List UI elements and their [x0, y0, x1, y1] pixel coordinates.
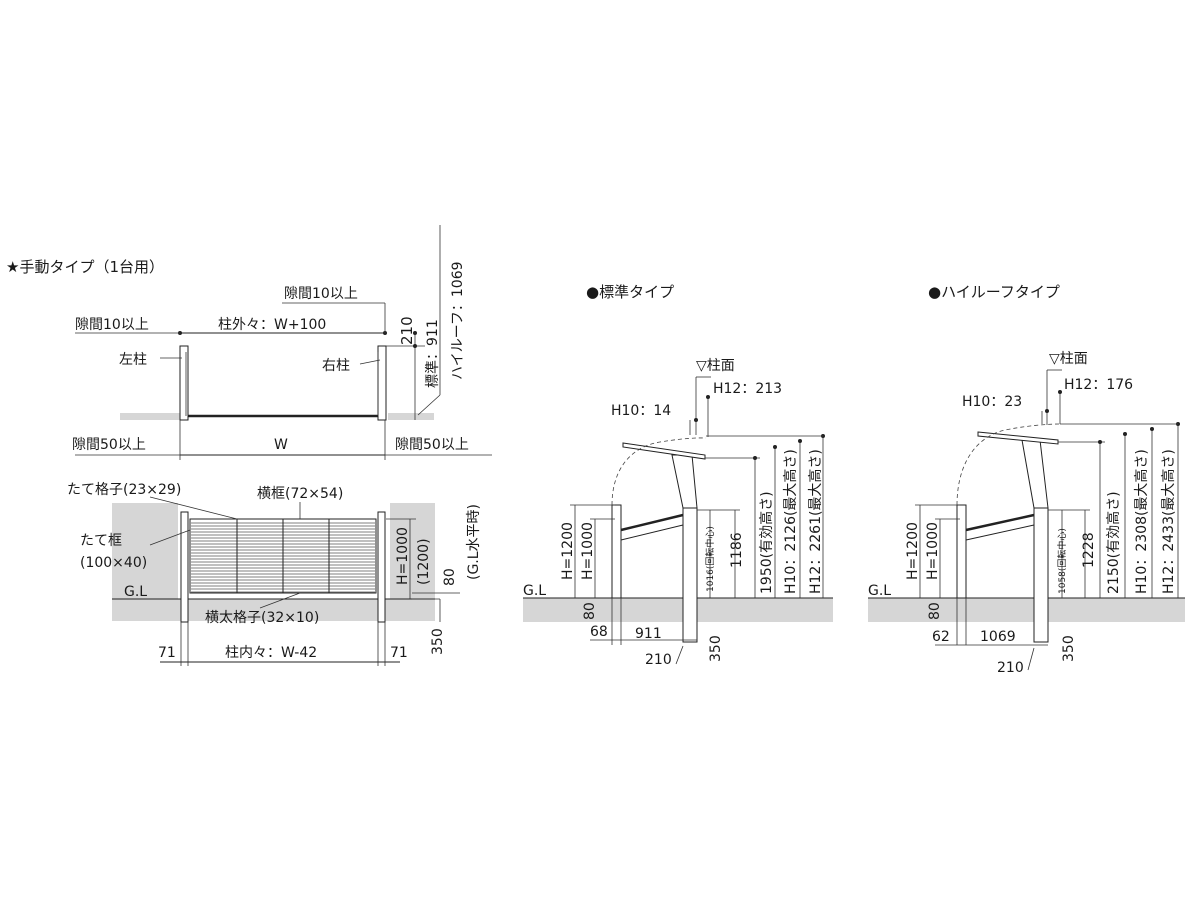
elev-ground-left-wall: [112, 503, 178, 599]
elev-ground: [112, 599, 435, 621]
std-effective-label: 1950(有効高さ): [758, 491, 775, 594]
dim-71-left-label: 71: [158, 645, 176, 661]
h80-label: 80: [442, 568, 458, 586]
dim-210-label: 210: [398, 316, 416, 345]
hr-h10-label: H10：23: [962, 394, 1022, 410]
left-post-label: 左柱: [119, 352, 147, 368]
hr-h1200-label: H=1200: [905, 522, 921, 580]
hr-rotation-label: 1058(回転中心): [1056, 528, 1068, 594]
highroof-title: ●ハイルーフタイプ: [928, 283, 1060, 301]
hr-dim-1228-label: 1228: [1081, 532, 1097, 568]
hr-ground: [868, 598, 1185, 622]
hr-gl-label: G.L: [868, 583, 891, 599]
hr-h12-max-label: H12：2433(最大高さ): [1160, 449, 1177, 594]
std-dim-68-label: 68: [590, 624, 608, 640]
hr-h1000-label: H=1000: [925, 522, 941, 580]
std-h12-label: H12：213: [713, 381, 782, 397]
std-pillar-face-label: ▽柱面: [696, 358, 735, 374]
gap10-left-label: 隙間10以上: [75, 317, 149, 333]
std-rotation-label: 1016(回転中心): [704, 526, 716, 592]
dim-350-label: 350: [430, 628, 446, 655]
std-roof-panel: [622, 442, 706, 460]
hr-pillar: [1033, 507, 1049, 643]
hr-gate: [956, 504, 967, 599]
h1200-label: (1200): [416, 538, 432, 585]
std-dim-1186-label: 1186: [729, 532, 745, 568]
h1000-label: H=1000: [395, 527, 411, 585]
std-ground: [523, 598, 833, 622]
std-dim-911-label: 911: [635, 626, 662, 642]
hr-dim-80-label: 80: [927, 602, 943, 620]
vertical-frame-label-2: (100×40): [80, 555, 147, 571]
hr-h12-label: H12：176: [1064, 377, 1133, 393]
vertical-lattice-label: たて格子(23×29): [67, 482, 181, 498]
right-post: [377, 345, 387, 421]
hr-h10-max-label: H10：2308(最大高さ): [1133, 449, 1150, 594]
std-h1200-label: H=1200: [560, 522, 576, 580]
std-gl-label: G.L: [523, 583, 546, 599]
dim-71-right-label: 71: [390, 645, 408, 661]
highroof-type-view: ●ハイルーフタイプ G.L ▽柱面 H12：176 H10：23 H=1200 …: [868, 283, 1185, 676]
elev-gl-label: G.L: [124, 584, 147, 600]
std-pillar: [682, 507, 698, 643]
std-dim-80-label: 80: [582, 602, 598, 620]
plan-ground-left: [120, 413, 182, 420]
hr-roof-panel: [977, 431, 1059, 445]
highroof-1069-label: ハイルーフ：1069: [450, 261, 466, 380]
standard-title: ●標準タイプ: [586, 283, 674, 301]
std-h1000-label: H=1000: [580, 522, 596, 580]
elev-left-post: [180, 511, 189, 623]
post-outer-label: 柱外々：W+100: [218, 317, 326, 333]
hr-dim-210-label: 210: [997, 660, 1024, 676]
left-post: [179, 345, 189, 421]
right-post-label: 右柱: [322, 358, 350, 374]
std-h12-max-label: H12：2261(最大高さ): [807, 449, 824, 594]
hr-effective-label: 2150(有効高さ): [1105, 491, 1122, 594]
hr-dim-62-label: 62: [932, 629, 950, 645]
std-911-label: 標準：911: [425, 319, 441, 388]
width-w-label: W: [274, 437, 288, 453]
std-gate: [611, 504, 622, 599]
post-inner-label: 柱内々：W-42: [225, 645, 317, 661]
manual-type-elevation-view: G.L たて格子(23×29) 横框(72×54) たて框 (100×40) 横…: [67, 482, 482, 666]
hr-dim-350-label: 350: [1061, 635, 1077, 662]
manual-type-plan-view: ★手動タイプ（1台用） 隙間10以上 柱外々：W+100 隙間10以上 左柱 右…: [6, 225, 492, 460]
gap10-top-label: 隙間10以上: [284, 286, 358, 302]
standard-type-view: ●標準タイプ G.L ▽柱面 H12：213 H10：14 H=1200 H=1…: [523, 283, 833, 668]
gap50-right-label: 隙間50以上: [395, 437, 469, 453]
horizontal-frame-label: 横框(72×54): [257, 486, 343, 502]
hr-dim-1069-label: 1069: [980, 629, 1016, 645]
std-dim-350-label: 350: [708, 635, 724, 662]
elev-right-post: [377, 511, 386, 623]
hr-pillar-face-label: ▽柱面: [1049, 351, 1088, 367]
std-h10-label: H10：14: [611, 403, 671, 419]
vertical-frame-label-1: たて框: [80, 533, 122, 549]
horizontal-thick-lattice-label: 横太格子(32×10): [205, 610, 319, 626]
plan-ground-right: [388, 413, 434, 420]
std-h10-max-label: H10：2126(最大高さ): [782, 449, 799, 594]
manual-type-title: ★手動タイプ（1台用）: [6, 258, 164, 276]
hr-arm: [1021, 439, 1049, 509]
std-dim-210-label: 210: [645, 652, 672, 668]
std-arm: [671, 454, 698, 509]
gap50-left-label: 隙間50以上: [72, 437, 146, 453]
gl-level-label: (G.L水平時): [466, 504, 482, 580]
